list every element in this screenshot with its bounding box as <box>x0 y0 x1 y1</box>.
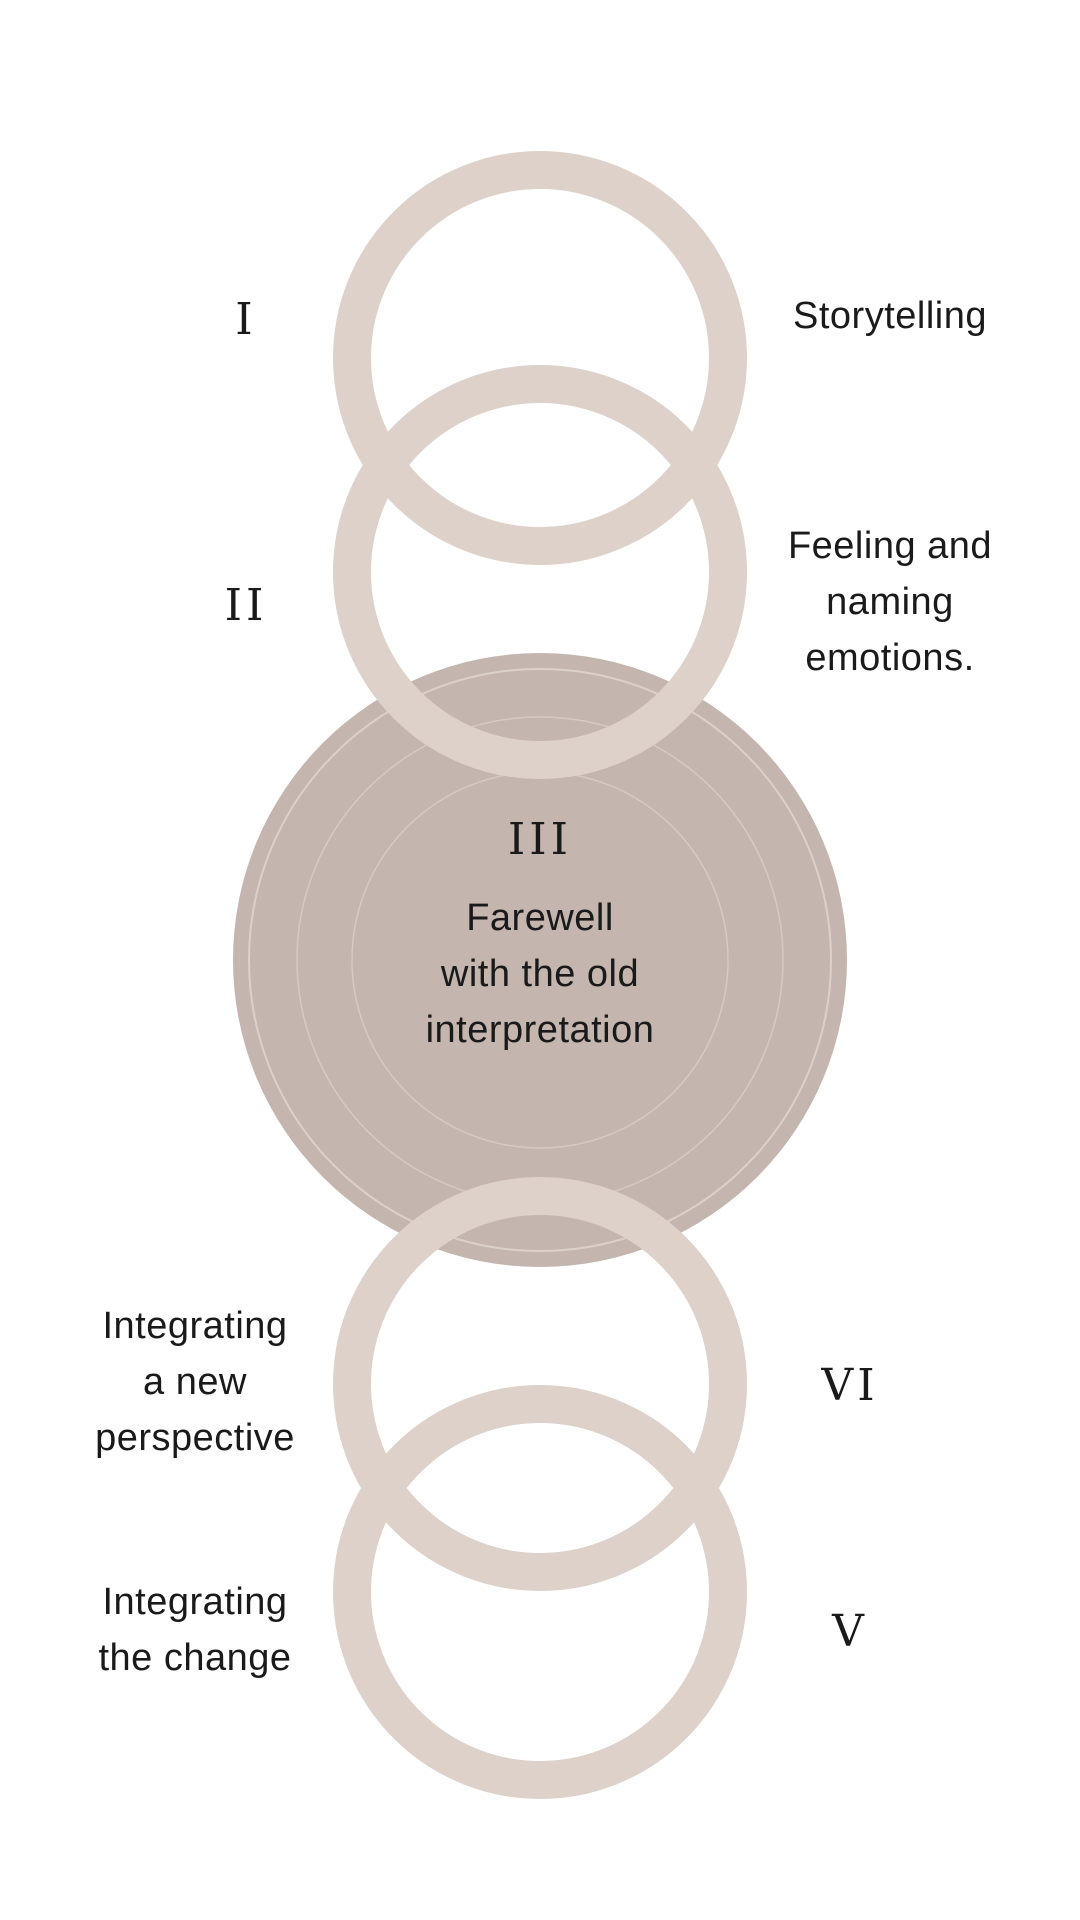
stage-3-numeral: III <box>507 814 573 865</box>
ring-stage-6 <box>333 1177 747 1591</box>
center-disc-fill <box>233 653 847 1267</box>
stage-1-numeral: I <box>235 294 257 345</box>
stage-6-numeral: VI <box>821 1360 879 1411</box>
ring-stage-2 <box>333 365 747 779</box>
stage-1-label: Storytelling <box>793 295 987 337</box>
stage-3-label: Farewell with the old interpretation <box>425 897 655 1051</box>
stage-5-label: Integrating the change <box>98 1581 292 1679</box>
ring-stage-1 <box>333 151 747 565</box>
stage-2-numeral: II <box>224 580 268 631</box>
stage-5-numeral: V <box>832 1606 868 1657</box>
ring-stage-5 <box>333 1385 747 1799</box>
stage-6-label: Integrating a new perspective <box>95 1305 295 1459</box>
stage-2-label: Feeling and naming emotions. <box>787 525 993 679</box>
center-disc-ring-outer <box>248 668 832 1252</box>
